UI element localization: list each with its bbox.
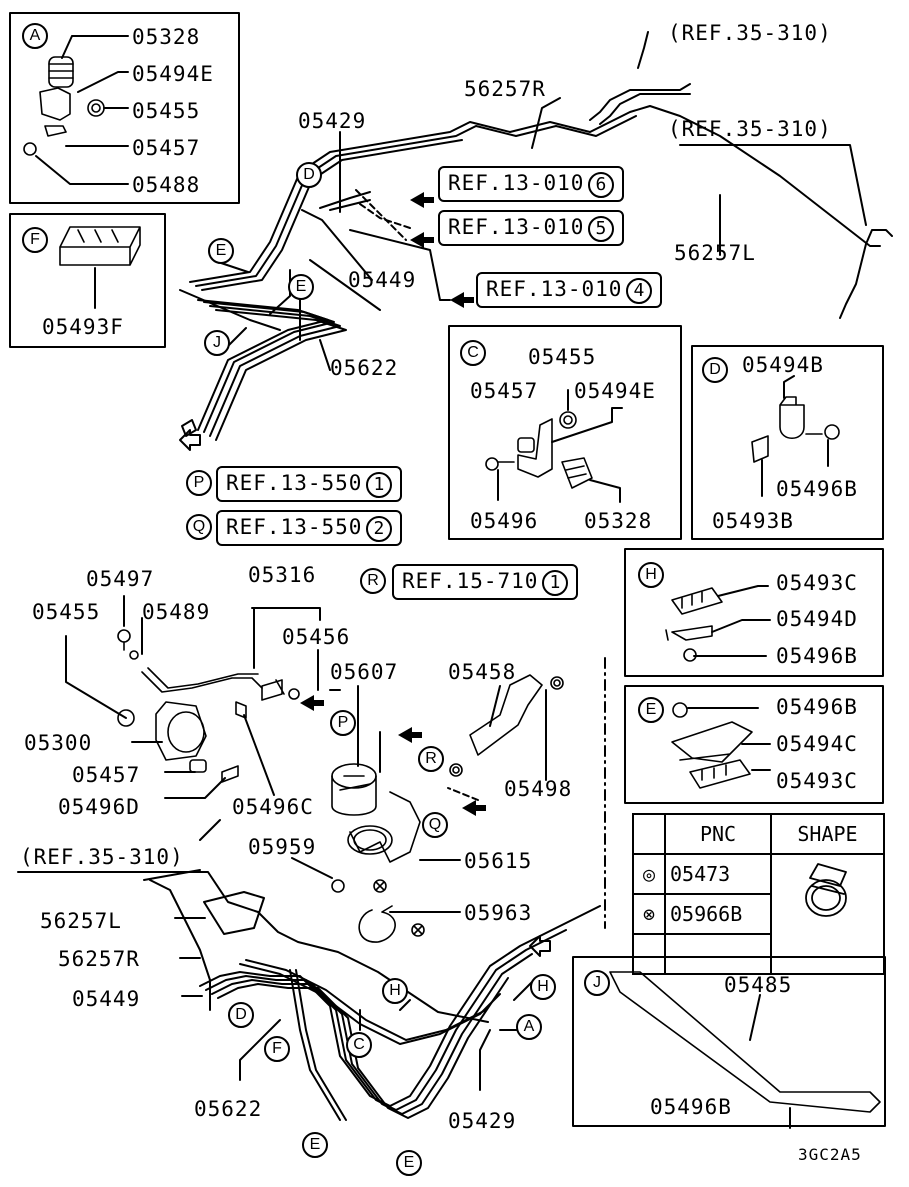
callout-Q: Q xyxy=(422,812,448,838)
callout-C: C xyxy=(460,340,486,366)
part-label: 05607 xyxy=(330,660,399,684)
callout-E: E xyxy=(396,1150,422,1176)
ref-label: (REF.35-310) xyxy=(20,845,184,869)
callout-P: P xyxy=(186,470,212,496)
part-label: 05494E xyxy=(132,62,214,86)
part-label: 05316 xyxy=(248,563,317,587)
part-label: 05494D xyxy=(776,607,858,631)
callout-C: C xyxy=(346,1032,372,1058)
part-label: 05496B xyxy=(650,1095,732,1119)
part-label: 05300 xyxy=(24,731,93,755)
part-label: 56257L xyxy=(40,909,122,933)
callout-A: A xyxy=(22,23,48,49)
part-label: 05615 xyxy=(464,849,533,873)
part-label: 05496C xyxy=(232,795,314,819)
part-label: 05493F xyxy=(42,315,124,339)
part-label: 05458 xyxy=(448,660,517,684)
part-label: 05489 xyxy=(142,600,211,624)
pnc-cell: 05966B xyxy=(664,893,772,935)
part-label: 05496D xyxy=(58,795,140,819)
part-label: 05455 xyxy=(528,345,597,369)
callout-D: D xyxy=(702,357,728,383)
part-label: 05429 xyxy=(298,109,367,133)
part-label: 05493B xyxy=(712,509,794,533)
symbol-double-circle: ◎ xyxy=(632,853,666,895)
part-label: 05494E xyxy=(574,379,656,403)
part-label: 05457 xyxy=(72,763,141,787)
part-label: 56257R xyxy=(464,77,546,101)
part-label: 05457 xyxy=(132,136,201,160)
part-label: 05622 xyxy=(194,1097,263,1121)
callout-R: R xyxy=(360,568,386,594)
part-label: 05328 xyxy=(132,25,201,49)
pnc-header: PNC xyxy=(664,813,772,855)
part-label: 05485 xyxy=(724,973,793,997)
diagram-code: 3GC2A5 xyxy=(798,1145,862,1164)
ref-label: (REF.35-310) xyxy=(668,117,832,141)
part-label: 05496B xyxy=(776,477,858,501)
callout-E: E xyxy=(638,697,664,723)
callout-E: E xyxy=(302,1132,328,1158)
part-label: 05456 xyxy=(282,625,351,649)
callout-J: J xyxy=(584,970,610,996)
callout-H: H xyxy=(382,978,408,1004)
callout-F: F xyxy=(264,1036,290,1062)
part-label: 05622 xyxy=(330,356,399,380)
part-label: 05963 xyxy=(464,901,533,925)
part-label: 05449 xyxy=(72,987,141,1011)
part-label: 05457 xyxy=(470,379,539,403)
part-label: 05493C xyxy=(776,769,858,793)
part-label: 05494C xyxy=(776,732,858,756)
part-label: 05497 xyxy=(86,567,155,591)
callout-E: E xyxy=(208,238,234,264)
part-label: 05429 xyxy=(448,1109,517,1133)
callout-H: H xyxy=(638,562,664,588)
callout-F: F xyxy=(22,227,48,253)
symbol-circle-x: ⊗ xyxy=(632,893,666,935)
ref-label: (REF.35-310) xyxy=(668,21,832,45)
part-label: 05496B xyxy=(776,695,858,719)
part-label: 05493C xyxy=(776,571,858,595)
part-label: 05328 xyxy=(584,509,653,533)
callout-E: E xyxy=(288,274,314,300)
callout-P: P xyxy=(330,710,356,736)
clip-shape-cell xyxy=(770,853,885,975)
pnc-cell: 05473 xyxy=(664,853,772,895)
part-label: 05498 xyxy=(504,777,573,801)
part-label: 56257R xyxy=(58,947,140,971)
pnc-shape-table: PNC SHAPE ◎ 05473 ⊗ 05966B xyxy=(632,813,885,975)
callout-D: D xyxy=(228,1002,254,1028)
part-label: 05496 xyxy=(470,509,539,533)
part-label: 05455 xyxy=(132,99,201,123)
part-label: 05455 xyxy=(32,600,101,624)
part-label: 05959 xyxy=(248,835,317,859)
callout-Q: Q xyxy=(186,514,212,540)
part-label: 05449 xyxy=(348,268,417,292)
part-label: 56257L xyxy=(674,241,756,265)
part-label: 05488 xyxy=(132,173,201,197)
callout-D: D xyxy=(296,162,322,188)
callout-J: J xyxy=(204,330,230,356)
part-label: 05494B xyxy=(742,353,824,377)
part-label: 05496B xyxy=(776,644,858,668)
callout-A: A xyxy=(516,1014,542,1040)
shape-header: SHAPE xyxy=(770,813,885,855)
callout-H: H xyxy=(530,974,556,1000)
callout-R: R xyxy=(418,746,444,772)
